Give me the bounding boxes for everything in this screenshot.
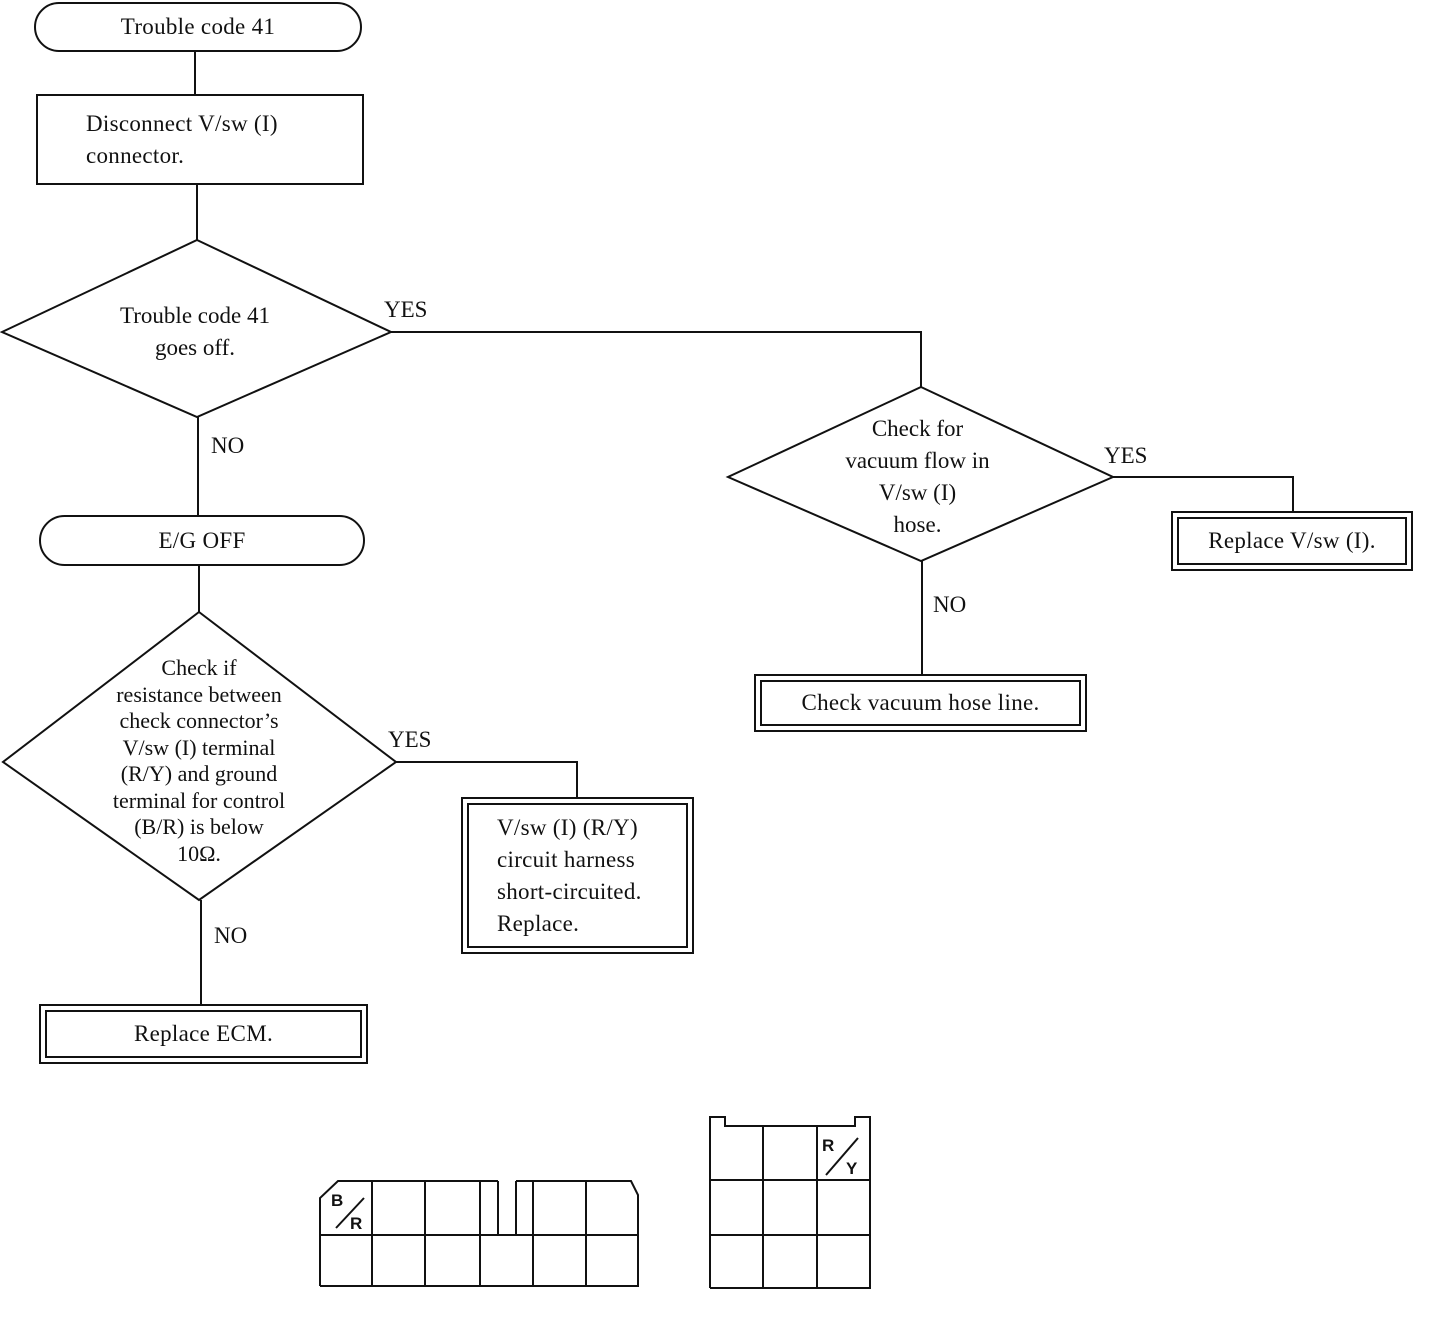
yes-label-vacuum: YES	[1104, 443, 1148, 468]
pin-label-y: Y	[846, 1159, 858, 1178]
yes-label-code-off: YES	[384, 297, 428, 322]
start-terminal-text: Trouble code 41	[120, 14, 276, 39]
replace-vsw-text: Replace V/sw (I).	[1208, 528, 1376, 553]
no-label-vacuum: NO	[933, 592, 967, 617]
connector-diagram-left	[319, 1180, 639, 1287]
replace-ecm-text: Replace ECM.	[133, 1021, 273, 1046]
disconnect-process-text: Disconnect V/sw (I) connector.	[86, 110, 278, 168]
eg-off-terminal-text: E/G OFF	[158, 527, 246, 553]
connector-yes-to-vacuum-check	[391, 331, 922, 387]
disconnect-process: Disconnect V/sw (I) connector.	[36, 94, 364, 185]
decision-vacuum-shape	[725, 385, 1116, 563]
decision-code-off-text: Trouble code 41 goes off.	[120, 303, 270, 360]
decision-resistance-text: Check if resistance between check connec…	[112, 655, 286, 866]
connector-yes-to-replace-vsw	[1113, 476, 1294, 511]
check-hose-text: Check vacuum hose line.	[801, 690, 1040, 715]
pin-label-b: B	[331, 1191, 343, 1210]
decision-resistance-shape	[1, 610, 398, 902]
no-label-resistance: NO	[214, 923, 248, 948]
no-label-code-off: NO	[211, 433, 245, 458]
replace-vsw-box: Replace V/sw (I).	[1171, 511, 1413, 571]
eg-off-terminal: E/G OFF	[39, 515, 365, 566]
pin-label-r-top: R	[822, 1136, 834, 1155]
yes-label-resistance: YES	[388, 727, 432, 752]
connector-diagram-right	[709, 1116, 871, 1289]
decision-vacuum-text: Check for vacuum flow in V/sw (I) hose.	[845, 416, 990, 537]
start-terminal: Trouble code 41	[34, 2, 362, 52]
connector-yes-to-short-circuit	[396, 761, 578, 797]
check-hose-box: Check vacuum hose line.	[754, 674, 1087, 732]
short-circuit-text: V/sw (I) (R/Y) circuit harness short-cir…	[497, 814, 642, 936]
short-circuit-box: V/sw (I) (R/Y) circuit harness short-cir…	[461, 797, 694, 954]
replace-ecm-box: Replace ECM.	[39, 1004, 368, 1064]
pin-label-r: R	[350, 1214, 362, 1233]
decision-code-off-shape	[0, 238, 394, 419]
